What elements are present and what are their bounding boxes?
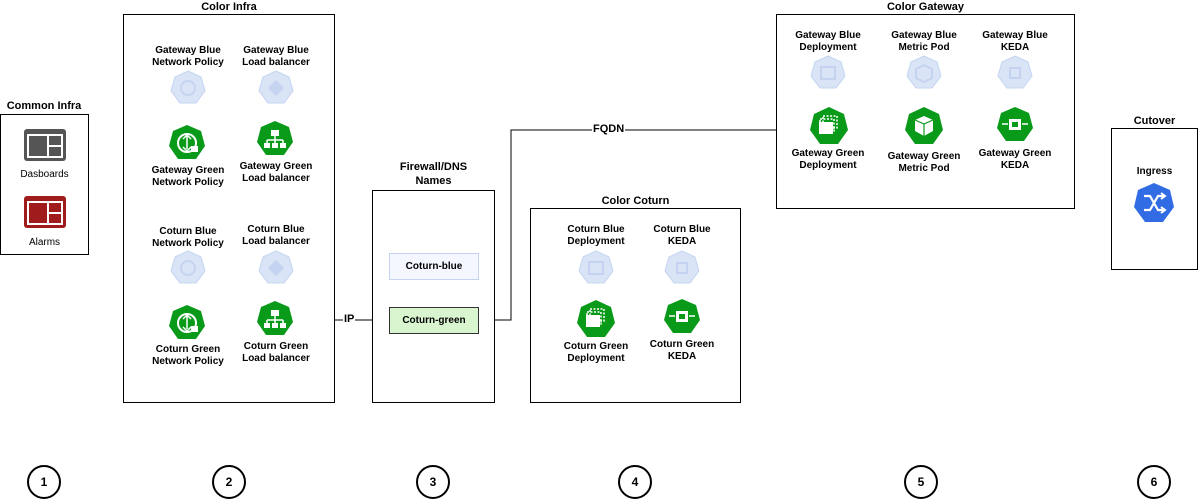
faded-network-policy-icon	[170, 250, 206, 286]
coturn-blue-load-balancer-label: Coturn Blue Load balancer	[242, 224, 310, 247]
ingress-label: Ingress	[1136, 166, 1173, 177]
gateway-green-deployment-label: Gateway Green Deployment	[791, 148, 865, 171]
gateway-blue-metric-pod-label: Gateway Blue Metric Pod	[891, 30, 957, 53]
ip-edge-label: IP	[343, 313, 356, 325]
cutover-title: Cutover	[1133, 115, 1176, 127]
gateway-green-load-balancer-label: Gateway Green Load balancer	[239, 161, 313, 184]
faded-load-balancer-icon	[258, 70, 294, 106]
coturn-green-load-balancer-label: Coturn Green Load balancer	[242, 341, 310, 364]
coturn-green-deployment-label: Coturn Green Deployment	[563, 341, 629, 364]
step-marker-3: 3	[416, 465, 450, 499]
color-coturn-title: Color Coturn	[601, 195, 670, 207]
fqdn-edge-label: FQDN	[592, 123, 626, 135]
gateway-blue-load-balancer-label: Gateway Blue Load balancer	[242, 45, 310, 68]
ingress-icon	[1133, 182, 1175, 224]
coturn-blue-network-policy-label: Coturn Blue Network Policy	[152, 226, 224, 249]
step-marker-2: 2	[212, 465, 246, 499]
faded-network-policy-icon	[170, 70, 206, 106]
fqdn-connector	[479, 126, 810, 321]
color-infra-title: Color Infra	[201, 1, 257, 13]
alarm-panel-icon	[23, 195, 67, 229]
keda-icon	[663, 298, 701, 336]
keda-icon	[996, 106, 1034, 144]
coturn-blue-keda-label: Coturn Blue KEDA	[653, 224, 711, 247]
deployment-icon	[809, 106, 849, 146]
firewall-dns-box	[372, 190, 495, 403]
coturn-blue-dns-entry: Coturn-blue	[389, 253, 479, 280]
gateway-blue-deployment-label: Gateway Blue Deployment	[795, 30, 861, 53]
firewall-dns-title: Firewall/DNS Names	[399, 161, 468, 187]
coturn-green-keda-label: Coturn Green KEDA	[649, 339, 715, 362]
step-marker-1: 1	[27, 465, 61, 499]
network-policy-icon	[168, 304, 206, 342]
faded-pod-icon	[906, 55, 942, 91]
deployment-icon	[576, 299, 616, 339]
coturn-blue-deployment-label: Coturn Blue Deployment	[567, 224, 625, 247]
alarms-label: Alarms	[28, 237, 61, 248]
network-policy-icon	[168, 124, 206, 162]
pod-icon	[904, 106, 944, 146]
color-infra-box	[123, 14, 335, 403]
color-coturn-box	[530, 208, 741, 403]
common-infra-title: Common Infra	[6, 100, 82, 112]
load-balancer-icon	[256, 120, 294, 158]
faded-keda-icon	[664, 250, 700, 286]
color-gateway-title: Color Gateway	[886, 1, 965, 13]
faded-deployment-icon	[578, 250, 614, 286]
faded-keda-icon	[997, 55, 1033, 91]
coturn-green-network-policy-label: Coturn Green Network Policy	[152, 344, 224, 367]
load-balancer-icon	[256, 300, 294, 338]
dashboards-label: Dasboards	[20, 169, 69, 180]
gateway-green-network-policy-label: Gateway Green Network Policy	[151, 165, 225, 188]
gateway-green-keda-label: Gateway Green KEDA	[978, 148, 1052, 171]
faded-deployment-icon	[810, 55, 846, 91]
coturn-green-dns-entry: Coturn-green	[389, 307, 479, 334]
step-marker-5: 5	[904, 465, 938, 499]
step-marker-4: 4	[618, 465, 652, 499]
faded-load-balancer-icon	[258, 250, 294, 286]
step-marker-6: 6	[1137, 465, 1171, 499]
gateway-blue-network-policy-label: Gateway Blue Network Policy	[152, 45, 224, 68]
gateway-blue-keda-label: Gateway Blue KEDA	[982, 30, 1048, 53]
gateway-green-metric-pod-label: Gateway Green Metric Pod	[887, 151, 961, 174]
dashboard-icon	[23, 128, 67, 162]
